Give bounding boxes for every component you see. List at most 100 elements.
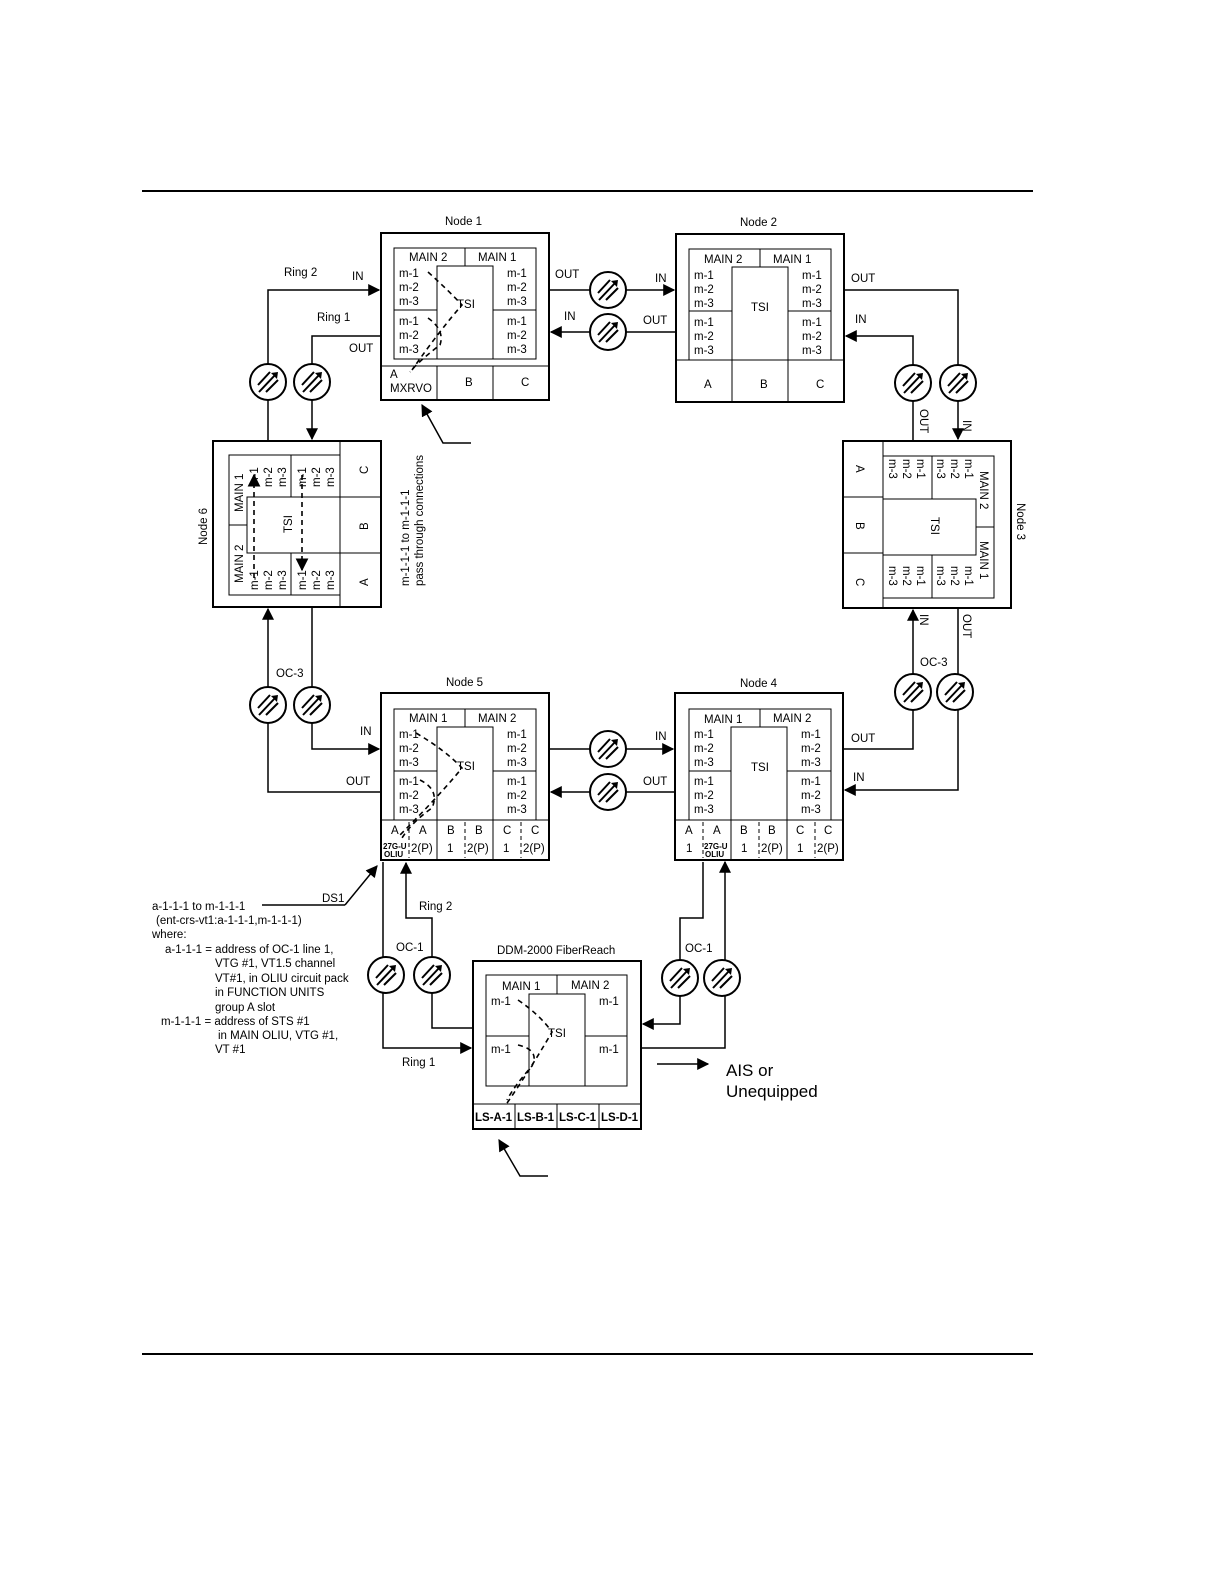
node-3-main-bottom: MAIN 1: [977, 541, 989, 579]
fiberreach-slot: LS-D-1: [601, 1112, 639, 1124]
port-label: m-2: [801, 790, 821, 802]
port-label: m-2: [507, 282, 527, 294]
port-label: m-3: [801, 757, 821, 769]
port-label: m-3: [277, 570, 289, 590]
port-label: m-3: [694, 345, 714, 357]
port-label: m-3: [507, 296, 527, 308]
fiberreach-cross-connect: [504, 999, 553, 1107]
address-note: a-1-1-1 to m-1-1-1 (ent-crs-vt1:a-1-1-1,…: [151, 901, 349, 1056]
port-label: m-2: [263, 467, 275, 487]
note-line: a-1-1-1 to m-1-1-1: [152, 901, 245, 913]
node-4-slot-sub: 27G-U: [704, 842, 728, 851]
port-label: m-1: [399, 776, 419, 788]
node-4-main-right: MAIN 2: [773, 713, 811, 725]
in-label: IN: [564, 311, 576, 323]
port-label: m-1: [962, 459, 974, 479]
node-1-slot-a-sub: MXRVO: [390, 383, 432, 395]
port-label: m-2: [948, 566, 960, 586]
node-4-slot-sub: 1: [741, 843, 747, 855]
port-label: m-1: [694, 317, 714, 329]
ring-2-label: Ring 2: [284, 267, 317, 279]
port-label: m-1: [491, 996, 511, 1008]
port-label: m-3: [802, 298, 822, 310]
optical-amplifier-icon: [589, 271, 627, 309]
port-label: m-3: [694, 298, 714, 310]
node-4-slot: C: [824, 825, 832, 837]
node-4-slot: A: [713, 825, 721, 837]
port-label: m-1: [491, 1044, 511, 1056]
ring-1-label: Ring 1: [317, 312, 350, 324]
node-4-slot: B: [740, 825, 748, 837]
node-4-title: Node 4: [740, 678, 778, 690]
port-label: m-3: [507, 344, 527, 356]
node-6-slot-b: B: [359, 522, 371, 530]
in-label: IN: [360, 726, 372, 738]
port-label: m-1: [599, 1044, 619, 1056]
node-1-slot-c: C: [521, 377, 529, 389]
node-6-main-left: MAIN 2: [234, 545, 246, 583]
port-label: m-3: [399, 757, 419, 769]
node-3-slot-b: B: [853, 522, 865, 530]
port-label: m-1: [694, 729, 714, 741]
fiberreach-slot: LS-A-1: [475, 1112, 513, 1124]
node-5-slot-sub: 2(P): [411, 843, 433, 855]
node-5-slot-sub: 2(P): [523, 843, 545, 855]
port-label: m-2: [900, 459, 912, 479]
port-label: m-2: [900, 566, 912, 586]
note-line: in FUNCTION UNITS: [215, 987, 325, 999]
node-5-slot-sub: 2(P): [467, 843, 489, 855]
node-3-tsi: TSI: [928, 517, 940, 535]
node-3-title: Node 3: [1014, 503, 1026, 540]
optical-amplifier-icon: [589, 730, 627, 768]
optical-amplifier-icon: [589, 313, 627, 351]
port-label: m-3: [399, 296, 419, 308]
node-5-slot-sub2: OLIU: [384, 850, 403, 859]
optical-amplifier-icon: [939, 364, 977, 402]
node-4: Node 4 MAIN 1 MAIN 2 TSI m-1 m-2 m-3 m-1…: [674, 678, 844, 861]
note-line: where:: [151, 929, 187, 941]
port-label: m-2: [507, 330, 527, 342]
port-label: m-1: [297, 467, 309, 487]
port-label: m-2: [948, 459, 960, 479]
node-5-tsi: TSI: [457, 761, 475, 773]
optical-amplifier-icon: [894, 364, 932, 402]
port-label: m-1: [507, 268, 527, 280]
port-label: m-1: [599, 996, 619, 1008]
port-label: m-1: [399, 316, 419, 328]
oc-1-label: OC-1: [396, 942, 423, 954]
node-5-slot: C: [503, 825, 511, 837]
node-6-tsi: TSI: [283, 515, 295, 533]
node-4-slot: B: [768, 825, 776, 837]
node-1-main-left: MAIN 2: [409, 252, 447, 264]
out-label: OUT: [851, 273, 875, 285]
node-5-slot: B: [447, 825, 455, 837]
fiberreach-main-left: MAIN 1: [502, 981, 540, 993]
port-label: m-1: [507, 729, 527, 741]
node-2: Node 2 MAIN 2 MAIN 1 TSI m-1 m-2 m-3 m-1…: [675, 217, 845, 403]
port-label: m-3: [507, 757, 527, 769]
optical-amplifier-icon: [661, 959, 699, 997]
port-label: m-3: [694, 757, 714, 769]
node-1: Node 1 MAIN 2 MAIN 1 TSI m-1 m-2 m-3 m-1…: [380, 216, 550, 401]
node-4-tsi: TSI: [751, 762, 769, 774]
node-6-slot-a: A: [359, 578, 371, 586]
ring-2-label: Ring 2: [419, 901, 452, 913]
optical-amplifier-icon: [589, 773, 627, 811]
node-3-slot-a: A: [853, 465, 865, 473]
node-5: Node 5 MAIN 1 MAIN 2 TSI m-1 m-2 m-3 m-1…: [380, 677, 550, 861]
note-line: VT#1, in OLIU circuit pack: [215, 973, 349, 985]
optical-amplifier-icon: [936, 673, 974, 711]
port-label: m-1: [801, 776, 821, 788]
node-6: Node 6 MAIN 1 MAIN 2 TSI C B A m-1 m-2 m…: [198, 440, 382, 608]
node-5-slot: A: [419, 825, 427, 837]
note-line: VT #1: [215, 1044, 245, 1056]
node-1-tsi: TSI: [457, 299, 475, 311]
node-1-slot-a: A: [390, 369, 398, 381]
node-2-slot-b: B: [760, 379, 768, 391]
port-label: m-3: [507, 804, 527, 816]
node-5-slot-sub: 27G-U: [383, 842, 407, 851]
port-label: m-1: [297, 570, 309, 590]
out-label: OUT: [349, 343, 373, 355]
node-5-main-right: MAIN 2: [478, 713, 516, 725]
optical-amplifier-icon: [249, 363, 287, 401]
